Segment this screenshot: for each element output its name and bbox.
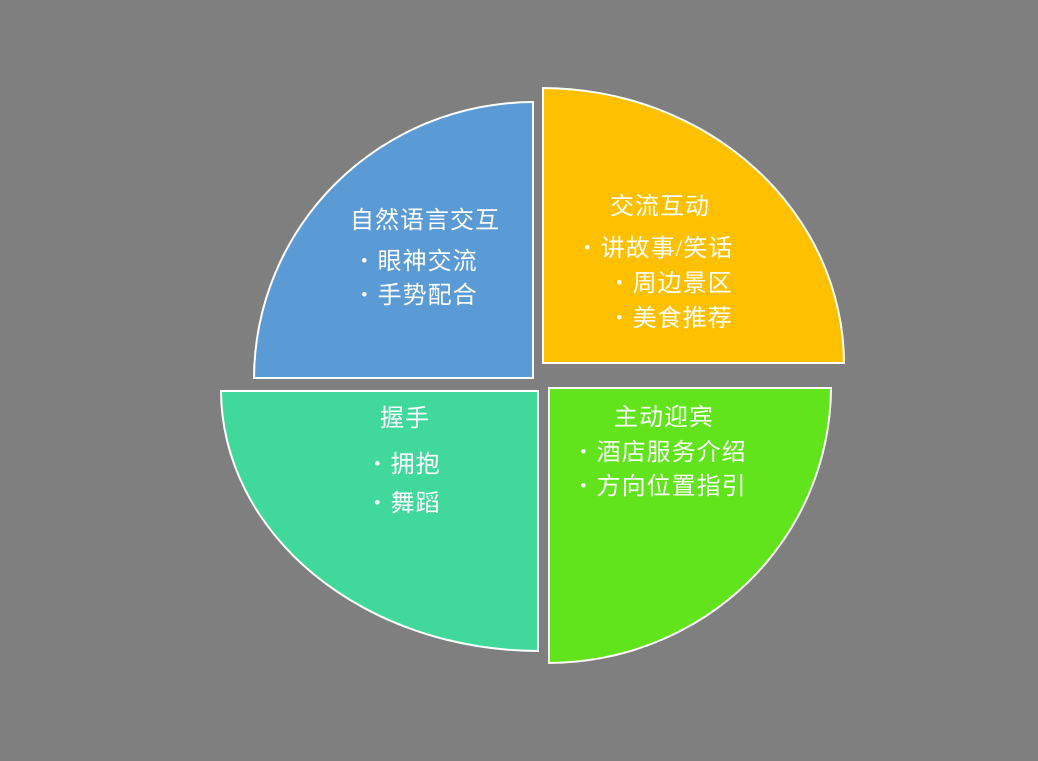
quadrant-communication-interaction[interactable]: 交流互动 • 讲故事/笑话 • 周边景区 • 美食推荐	[542, 87, 845, 364]
list-item-label: 舞蹈	[390, 491, 441, 517]
list-item: • 美食推荐	[616, 305, 733, 334]
list-item-label: 周边景区	[632, 271, 733, 297]
quadrant-title: 握手	[380, 406, 430, 432]
bullet-icon: •	[374, 493, 382, 514]
bullet-icon: •	[580, 476, 588, 497]
list-item-label: 方向位置指引	[596, 474, 747, 500]
quadrant-handshake[interactable]: 握手 • 拥抱 • 舞蹈	[220, 390, 539, 652]
quadrant-active-welcome[interactable]: 主动迎宾 • 酒店服务介绍 • 方向位置指引	[548, 387, 832, 664]
list-item: • 讲故事/笑话	[584, 235, 733, 264]
list-item-label: 拥抱	[390, 452, 441, 478]
bullet-icon: •	[361, 285, 369, 306]
list-item: • 舞蹈	[374, 490, 441, 519]
bullet-icon: •	[616, 273, 624, 294]
list-item-label: 眼神交流	[377, 249, 478, 275]
bullet-icon: •	[580, 442, 588, 463]
quadrant-title: 自然语言交互	[350, 208, 500, 234]
bullet-icon: •	[361, 251, 369, 272]
list-item-label: 酒店服务介绍	[596, 440, 747, 466]
bullet-icon: •	[584, 238, 592, 259]
list-item: • 拥抱	[374, 451, 441, 480]
list-item-label: 手势配合	[377, 283, 478, 309]
quadrant-natural-language-interaction[interactable]: 自然语言交互 • 眼神交流 • 手势配合	[253, 101, 534, 379]
list-item-label: 美食推荐	[632, 306, 733, 332]
bullet-icon: •	[374, 454, 382, 475]
list-item: • 眼神交流	[361, 248, 478, 277]
quadrant-title: 交流互动	[610, 194, 710, 220]
list-item: • 酒店服务介绍	[580, 439, 747, 468]
list-item: • 周边景区	[616, 270, 733, 299]
list-item: • 方向位置指引	[580, 473, 747, 502]
list-item-label: 讲故事/笑话	[600, 236, 734, 262]
quadrant-title: 主动迎宾	[614, 405, 714, 431]
list-item: • 手势配合	[361, 282, 478, 311]
bullet-icon: •	[616, 308, 624, 329]
